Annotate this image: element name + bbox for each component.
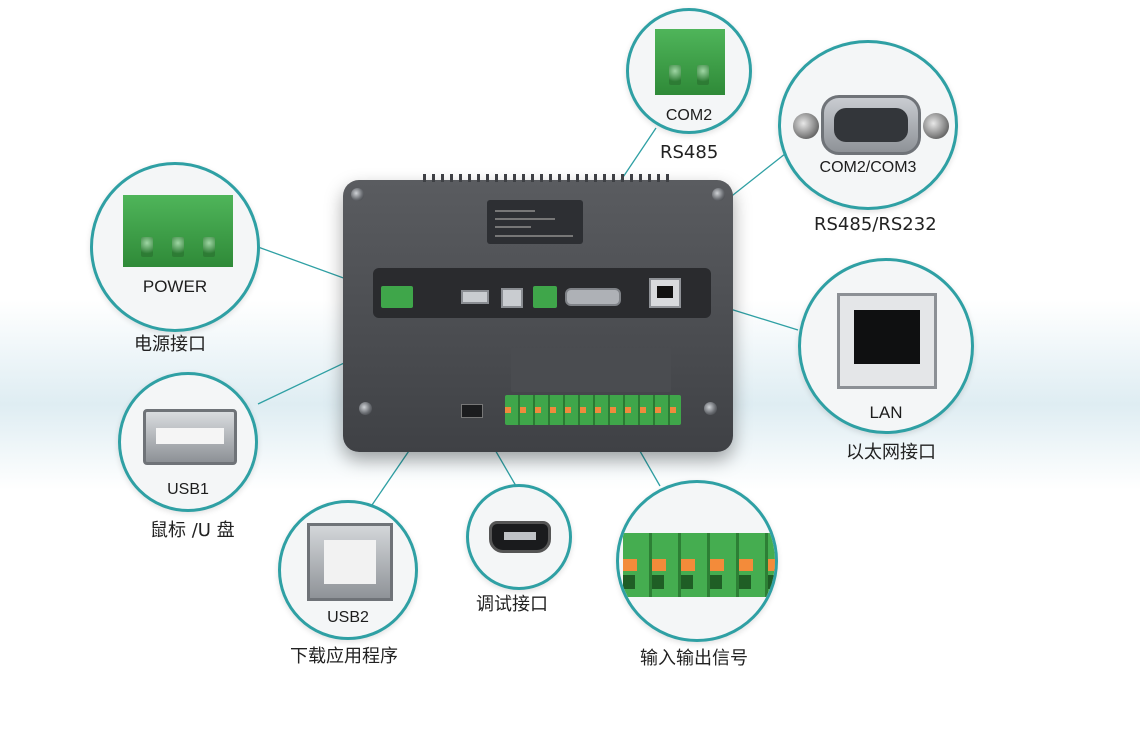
- caption-usb2: 下载应用程序: [290, 646, 398, 667]
- mini-usb-connector-icon: [489, 521, 551, 553]
- device-power-port: [381, 286, 413, 308]
- com2-connector-icon: [655, 29, 725, 95]
- port-label-lan: LAN: [869, 403, 903, 422]
- device-screw: [351, 188, 364, 201]
- device-io-label: [511, 348, 671, 392]
- callout-usb1: USB1: [118, 372, 258, 512]
- caption-com2: RS485: [660, 142, 719, 163]
- device-screw: [359, 402, 372, 415]
- callout-usb2: USB2: [278, 500, 418, 640]
- port-label-usb1: USB1: [167, 481, 209, 498]
- device-db9-port: [565, 288, 621, 306]
- caption-power: 电源接口: [134, 334, 206, 355]
- port-label-com2com3: COM2/COM3: [819, 159, 917, 176]
- caption-usb1: 鼠标 /U 盘: [150, 520, 235, 541]
- device-usb1-port: [461, 290, 489, 304]
- port-label-usb2: USB2: [327, 609, 369, 626]
- device-io-terminal: [505, 395, 681, 425]
- caption-debug: 调试接口: [476, 594, 548, 615]
- db9-connector-icon: [821, 95, 921, 155]
- caption-lan: 以太网接口: [846, 442, 936, 463]
- callout-com2: COM2: [626, 8, 752, 134]
- callout-lan: LAN: [798, 258, 974, 434]
- device-usb2-port: [501, 288, 523, 308]
- callout-com2com3: COM2/COM3: [778, 40, 958, 210]
- db9-screw-left-icon: [793, 113, 819, 139]
- hmi-device-rear: [343, 174, 733, 452]
- port-label-power: POWER: [142, 277, 208, 296]
- caption-io: 输入输出信号: [640, 648, 748, 669]
- device-label-plate: [487, 200, 583, 244]
- callout-debug: [466, 484, 572, 590]
- usb-a-connector-icon: [143, 409, 237, 465]
- device-com2-port: [533, 286, 557, 308]
- device-screw: [704, 402, 717, 415]
- callout-io: [616, 480, 778, 642]
- device-vents: [423, 174, 673, 182]
- db9-screw-right-icon: [923, 113, 949, 139]
- io-terminal-icon: [623, 533, 775, 597]
- device-lan-port: [649, 278, 681, 308]
- port-label-com2: COM2: [665, 107, 713, 124]
- usb-b-connector-icon: [307, 523, 393, 601]
- rj45-connector-icon: [837, 293, 937, 389]
- callout-power: POWER: [90, 162, 260, 332]
- power-connector-icon: [123, 195, 233, 267]
- device-screw: [712, 188, 725, 201]
- device-debug-port: [461, 404, 483, 418]
- caption-com2com3: RS485/RS232: [814, 214, 937, 235]
